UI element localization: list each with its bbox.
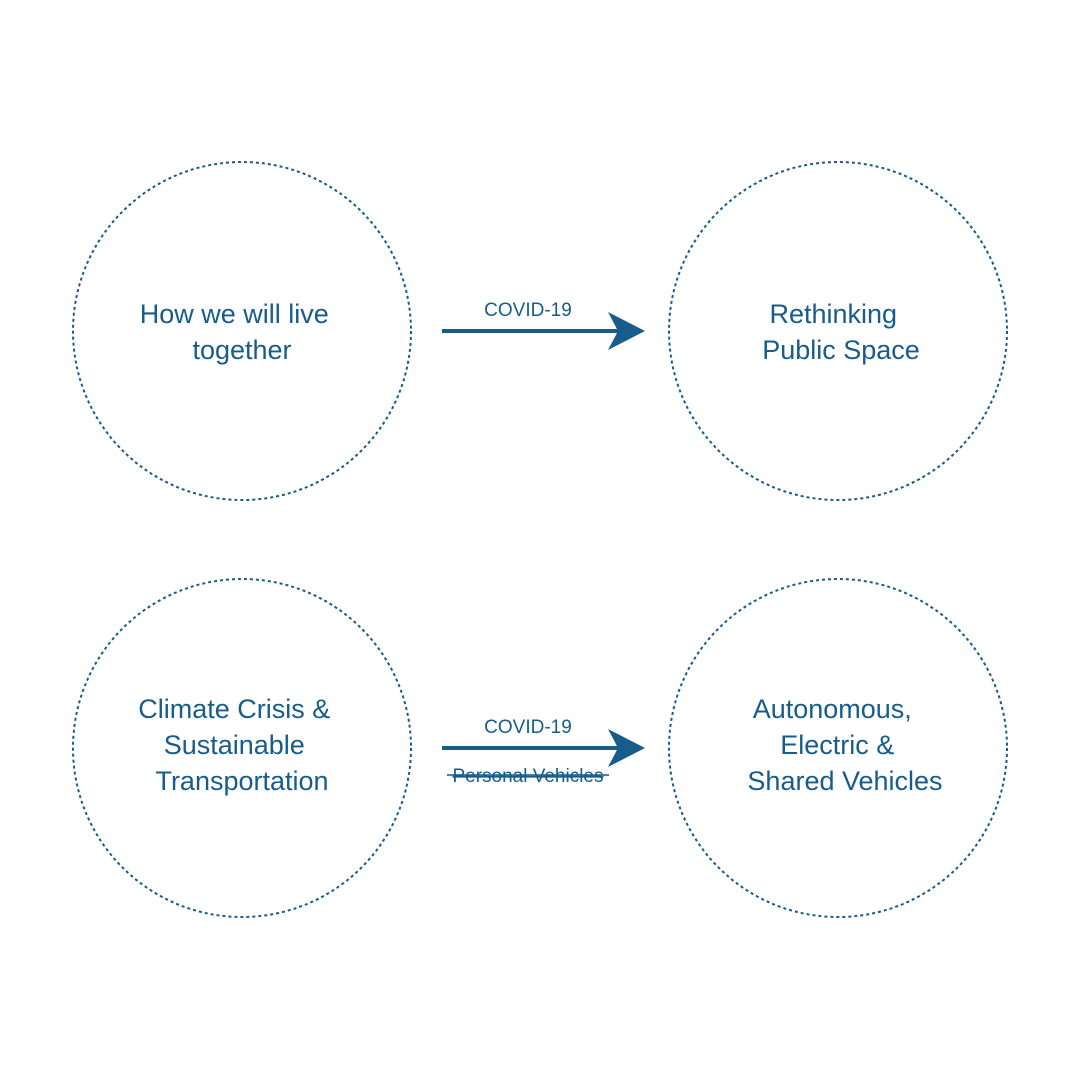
- node-autonomous-electric-shared-vehicles: Autonomous, Electric & Shared Vehicles: [668, 578, 1008, 918]
- node-circle-bottom-left: [72, 578, 412, 918]
- node-label-line: together: [192, 335, 291, 365]
- node-label-line: Sustainable: [164, 730, 305, 760]
- node-circle-top-right: [668, 161, 1008, 501]
- node-label-line: Shared Vehicles: [747, 766, 942, 796]
- node-label-line: Climate Crisis &: [138, 694, 330, 724]
- edge-covid-19-top: COVID-19: [442, 300, 645, 350]
- arrow-head-icon: [608, 312, 645, 350]
- node-climate-crisis-sustainable-transportation: Climate Crisis & Sustainable Transportat…: [72, 578, 412, 918]
- edge-label: COVID-19: [484, 717, 572, 738]
- node-rethinking-public-space: Rethinking Public Space: [668, 161, 1008, 501]
- svg-text:Autonomous, Electric &: Autonomous, Electric & Shared Vehicles: [747, 694, 942, 796]
- node-label-line: Autonomous,: [753, 694, 912, 724]
- edge-covid-19-bottom: COVID-19 Personal Vehicles: [442, 717, 645, 787]
- node-circle-top-left: [72, 161, 412, 501]
- svg-text:How we will live togethe: How we will live together: [140, 299, 337, 365]
- node-label-line: Public Space: [762, 335, 920, 365]
- struck-through-label: Personal Vehicles: [452, 766, 603, 787]
- node-label-line: Transportation: [155, 766, 328, 796]
- node-label-line: Electric &: [780, 730, 894, 760]
- svg-text:Rethinking Public Space: Rethinking Public Space: [762, 299, 920, 365]
- node-how-we-will-live-together: How we will live together: [72, 161, 412, 501]
- arrow-head-icon: [608, 729, 645, 767]
- node-label-line: Rethinking: [769, 299, 897, 329]
- node-label-line: How we will live: [140, 299, 329, 329]
- svg-text:Climate Crisis & Sustain: Climate Crisis & Sustainable Transportat…: [138, 694, 338, 796]
- edge-label: COVID-19: [484, 300, 572, 321]
- node-circle-bottom-right: [668, 578, 1008, 918]
